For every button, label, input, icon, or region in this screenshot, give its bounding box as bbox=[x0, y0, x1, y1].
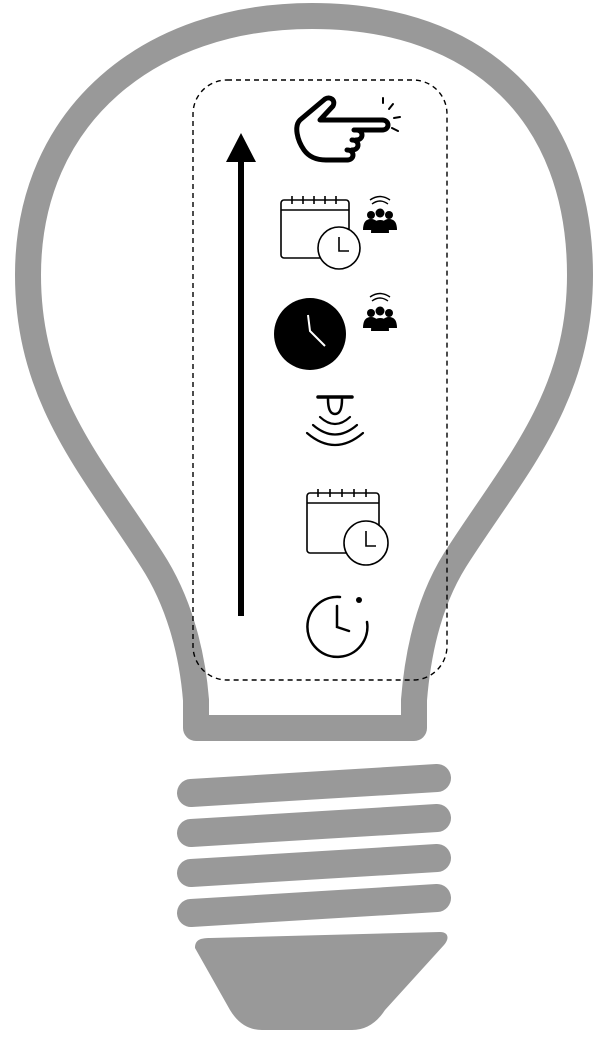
pointing-hand-icon bbox=[294, 95, 401, 163]
thread-4 bbox=[177, 884, 451, 927]
bulb-outline bbox=[15, 3, 593, 741]
thread-1 bbox=[177, 764, 451, 807]
bulb-base bbox=[177, 764, 451, 927]
calendar-clock-icon bbox=[306, 489, 389, 566]
icon-frame bbox=[192, 79, 448, 681]
thread-2 bbox=[177, 804, 451, 847]
timer-icon bbox=[306, 595, 369, 659]
presence-sensor-icon bbox=[305, 395, 365, 446]
progression-arrow bbox=[226, 133, 256, 616]
bulb-tip bbox=[195, 932, 448, 1030]
calendar-clock-presence-icon bbox=[280, 195, 397, 270]
clock-presence-icon bbox=[274, 292, 397, 370]
thread-3 bbox=[177, 844, 451, 887]
people-sensing-icon bbox=[363, 195, 397, 233]
people-sensing-icon bbox=[363, 292, 397, 331]
filled-clock-icon bbox=[274, 298, 346, 370]
clock-icon bbox=[343, 520, 389, 566]
clock-icon bbox=[317, 226, 361, 270]
